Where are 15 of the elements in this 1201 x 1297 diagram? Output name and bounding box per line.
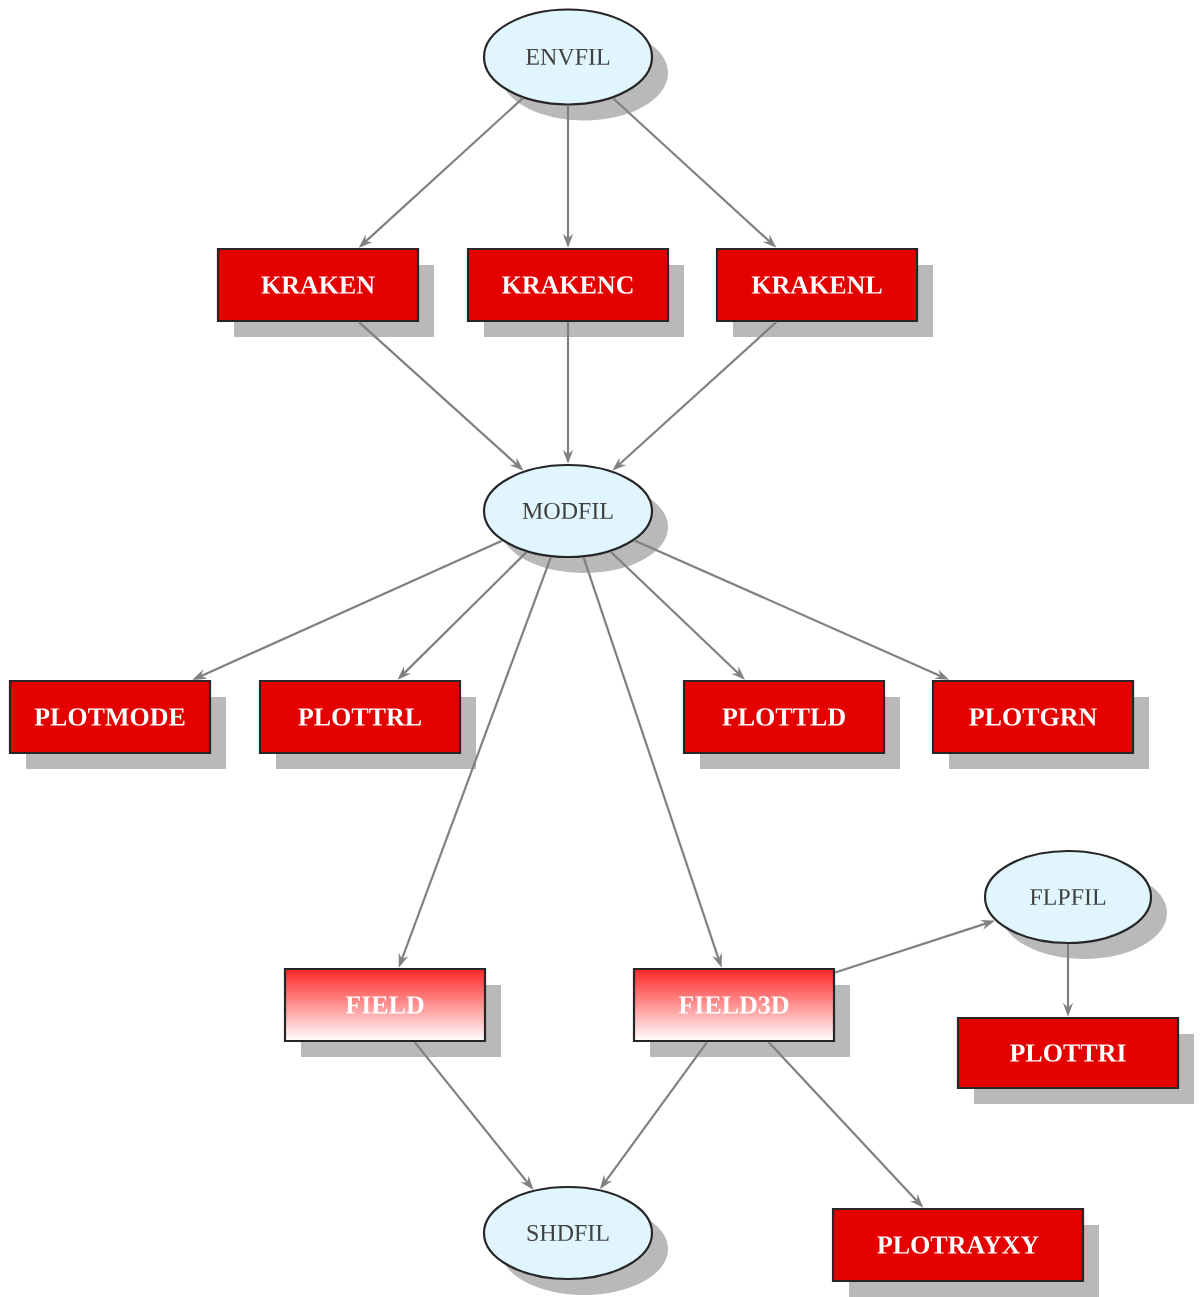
process-box: FIELD3D [632,967,850,1057]
process-box: PLOTTRL [258,679,476,769]
process-box: KRAKEN [216,247,434,337]
process-box: FIELD [283,967,501,1057]
process-box: PLOTGRN [931,679,1149,769]
process-box: PLOTMODE [8,679,226,769]
ellipse-node: ENVFIL [482,8,668,121]
ellipse-node: MODFIL [482,463,668,573]
ellipse-node: FLPFIL [983,849,1167,959]
process-box: PLOTRAYXY [831,1207,1099,1297]
process-box: PLOTTRI [956,1016,1194,1104]
process-box: KRAKENC [466,247,684,337]
process-box: PLOTTLD [682,679,900,769]
process-box: KRAKENL [715,247,933,337]
ellipse-node: SHDFIL [482,1185,668,1295]
